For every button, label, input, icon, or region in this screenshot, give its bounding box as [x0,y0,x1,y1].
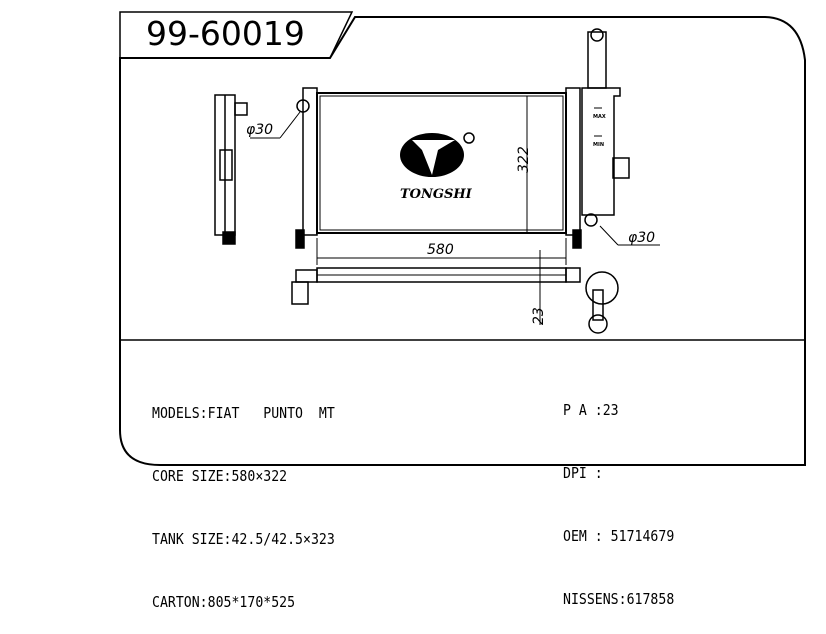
spec-pa: P A :23 [563,401,619,419]
radiator-bottom-view [291,267,619,334]
dimension-lines [250,96,660,325]
brand-logo-text: TONGSHI [400,187,473,202]
spec-oem: OEM : 51714679 [563,527,675,545]
spec-dpi: DPI : [563,464,603,482]
specs-right: P A :23 DPI : OEM : 51714679 NISSENS:617… [563,358,674,631]
frame [119,11,806,466]
outlet-diameter-label: φ30 [628,230,655,246]
core-height-label: 322 [516,146,532,173]
spec-nissens: NISSENS:617858 [563,590,675,608]
specs-left: MODELS:FIAT PUNTO MT CORE SIZE:580×322 T… [152,361,335,634]
thickness-label: 23 [531,307,547,325]
core-width-label: 580 [427,242,454,258]
radiator-front-view [295,28,630,249]
spec-tank-size: TANK SIZE:42.5/42.5×323 [152,530,335,548]
tank-mark-max: MAX [593,114,606,120]
inlet-diameter-label: φ30 [246,122,273,138]
tank-mark-min: MIN [593,142,604,148]
part-number-title: 99-60019 [146,14,305,53]
spec-carton: CARTON:805*170*525 [152,593,296,611]
drawing-canvas: MAX MIN TONGSHI 322 580 23 φ30 φ30 [119,11,806,466]
radiator-side-view [214,94,248,245]
brand-logo: TONGSHI [400,132,475,202]
spec-core-size: CORE SIZE:580×322 [152,467,288,485]
spec-models: MODELS:FIAT PUNTO MT [152,404,335,422]
